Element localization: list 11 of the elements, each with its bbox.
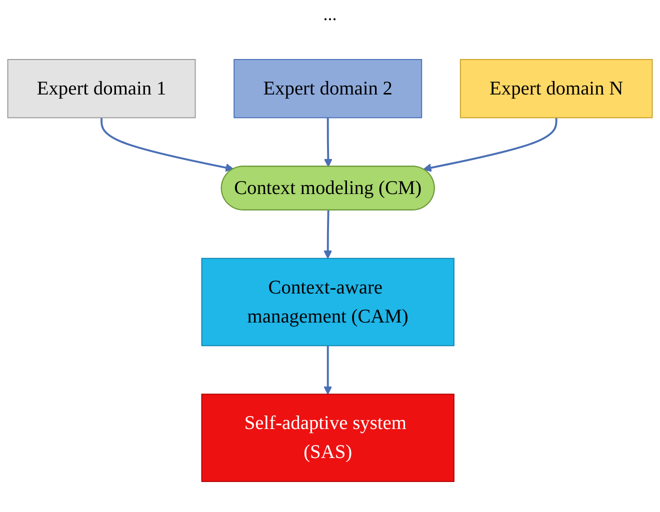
arrow — [100, 118, 234, 172]
arrow — [324, 346, 332, 395]
node-box: Expert domain 2 — [234, 59, 422, 118]
arrow — [324, 118, 332, 168]
arrow — [324, 210, 332, 259]
ellipsis-label: ... — [323, 4, 337, 24]
node-box: Expert domain N — [460, 59, 653, 118]
node-box: Expert domain 1 — [7, 59, 196, 118]
arrow — [423, 118, 558, 172]
node-box: Self-adaptive system (SAS) — [201, 394, 454, 482]
node-box: Context-aware management (CAM) — [201, 258, 454, 346]
